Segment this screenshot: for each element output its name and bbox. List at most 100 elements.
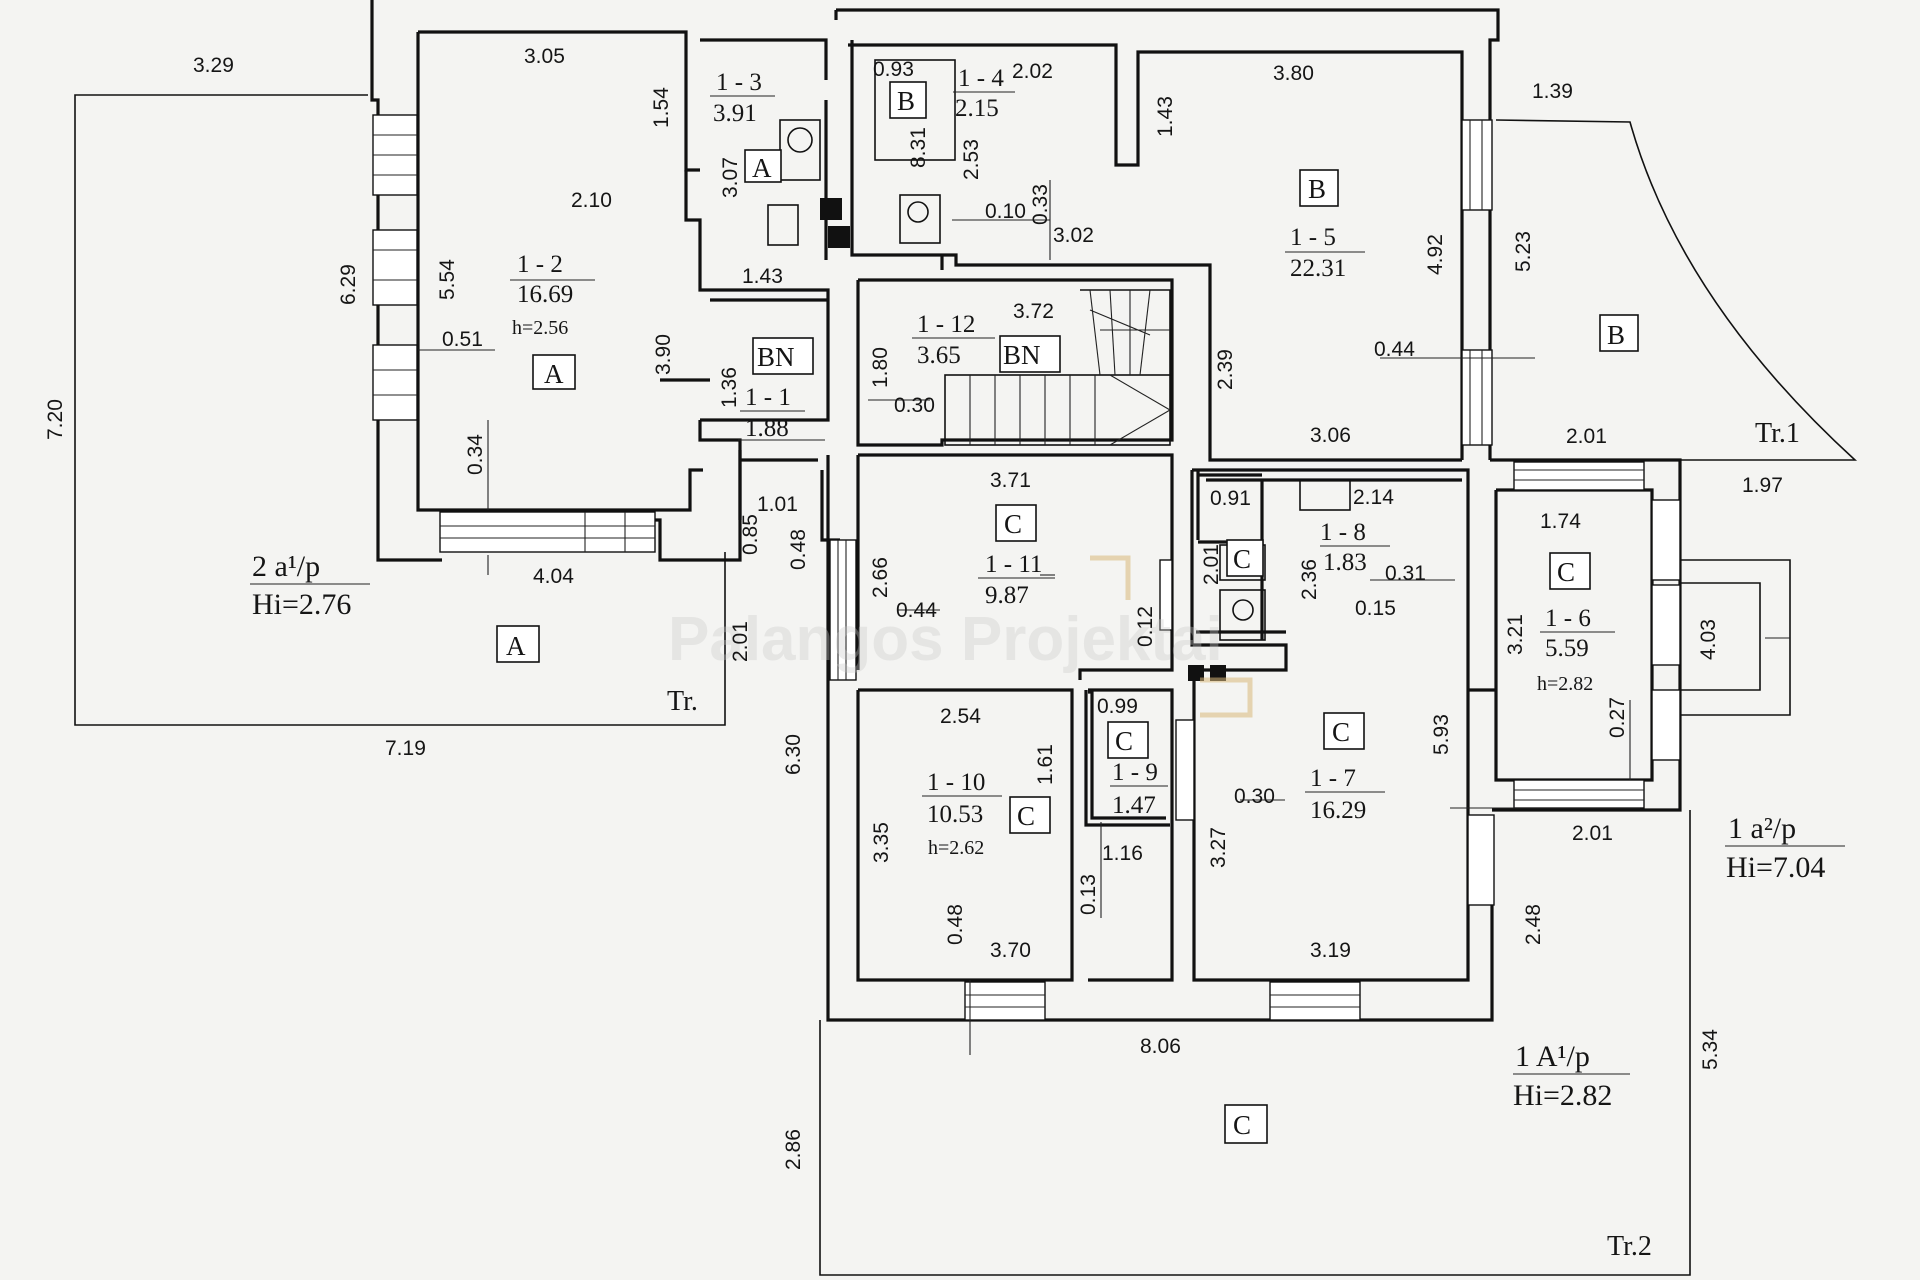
dim-3-72: 3.72	[1013, 300, 1054, 323]
block-2-height: Hi=2.76	[252, 588, 351, 621]
zone-c-label-2: C	[1233, 544, 1251, 574]
dim-1-80: 1.80	[869, 347, 892, 388]
dim-1-74: 1.74	[1540, 510, 1581, 533]
zone-c-label-4: C	[1332, 717, 1350, 747]
dim-2-01a: 2.01	[1566, 425, 1607, 448]
room-1-3-id: 1 - 3	[716, 69, 762, 96]
dim-3-07: 3.07	[719, 157, 742, 198]
dim-3-71: 3.71	[990, 469, 1031, 492]
dim-8-06: 8.06	[1140, 1035, 1181, 1058]
dim-0-27: 0.27	[1606, 697, 1629, 738]
dim-2-48: 2.48	[1522, 904, 1545, 945]
dim-3-21: 3.21	[1504, 614, 1527, 655]
terrace-label-tr2: Tr.2	[1607, 1231, 1652, 1262]
dimension-lines	[418, 180, 1640, 1055]
room-1-9-id: 1 - 9	[1112, 759, 1158, 786]
room-1-2-area: 16.69	[517, 281, 573, 308]
dim-1-54: 1.54	[650, 87, 673, 128]
dim-0-12: 0.12	[1134, 606, 1157, 647]
dim-3-02: 3.02	[1053, 224, 1094, 247]
dim-0-48b: 0.48	[944, 904, 967, 945]
room-1-4-area: 2.15	[955, 95, 999, 122]
dim-0-85: 0.85	[739, 514, 762, 555]
dimension-texts-vertical: 7.20 6.29 5.54 1.54 3.90 0.34 3.07 8.31 …	[44, 87, 1722, 1170]
dim-1-43b: 1.43	[1154, 96, 1177, 137]
dim-0-30a: 0.30	[894, 394, 935, 417]
room-1-3-area: 3.91	[713, 100, 757, 127]
dim-3-05: 3.05	[524, 45, 565, 68]
dim-0-30b: 0.30	[1234, 785, 1275, 808]
zone-bn-label-1: BN	[757, 342, 795, 372]
dim-0-48a: 0.48	[787, 529, 810, 570]
zone-labels: A A A B B B C C C C C C C BN BN	[496, 81, 1639, 1144]
dim-5-34: 5.34	[1699, 1029, 1722, 1070]
terrace-labels: Tr. Tr.1 Tr.2	[667, 418, 1800, 1262]
room-1-10-id: 1 - 10	[927, 769, 985, 796]
dim-0-10: 0.10	[985, 200, 1026, 223]
dim-1-36: 1.36	[718, 367, 741, 408]
room-1-6-id: 1 - 6	[1545, 605, 1591, 632]
dim-8-31: 8.31	[907, 127, 930, 168]
dim-0-34: 0.34	[464, 434, 487, 475]
dim-2-01c: 2.01	[1200, 544, 1223, 585]
room-1-2-height: h=2.56	[512, 317, 568, 339]
dim-1-01: 1.01	[757, 493, 798, 516]
dim-2-66: 2.66	[869, 557, 892, 598]
dim-0-15: 0.15	[1355, 597, 1396, 620]
dim-6-29: 6.29	[337, 264, 360, 305]
zone-a-label-2: A	[752, 153, 772, 183]
room-1-9-area: 1.47	[1112, 792, 1156, 819]
dim-2-39: 2.39	[1214, 349, 1237, 390]
zone-a-label-1: A	[544, 359, 564, 389]
block-1a1-name: 1 A¹/p	[1515, 1040, 1590, 1073]
dim-3-90: 3.90	[652, 334, 675, 375]
staircase	[944, 289, 1171, 446]
dim-1-43a: 1.43	[742, 265, 783, 288]
dim-0-13: 0.13	[1077, 874, 1100, 915]
windows	[372, 114, 1681, 1021]
dim-2-01b: 2.01	[729, 621, 752, 662]
dim-5-54: 5.54	[436, 259, 459, 300]
room-labels: 1 - 2 16.69 h=2.56 1 - 3 3.91 1 - 4 2.15…	[510, 65, 1615, 859]
room-1-10-area: 10.53	[927, 801, 983, 828]
dim-2-01d: 2.01	[1572, 822, 1613, 845]
dim-1-16: 1.16	[1102, 842, 1143, 865]
dim-4-92: 4.92	[1424, 234, 1447, 275]
room-1-8-id: 1 - 8	[1320, 519, 1366, 546]
dim-5-23: 5.23	[1512, 231, 1535, 272]
terrace-label-tr: Tr.	[667, 686, 698, 717]
dim-0-44a: 0.44	[1374, 338, 1415, 361]
dim-0-51: 0.51	[442, 328, 483, 351]
zone-c-label-5: C	[1115, 726, 1133, 756]
dim-4-04: 4.04	[533, 565, 574, 588]
dim-3-06: 3.06	[1310, 424, 1351, 447]
dim-2-53: 2.53	[960, 139, 983, 180]
dim-1-61: 1.61	[1034, 744, 1057, 785]
dim-0-44b: 0.44	[896, 599, 937, 622]
room-1-5-area: 22.31	[1290, 255, 1346, 282]
dim-6-30: 6.30	[782, 734, 805, 775]
room-1-8-area: 1.83	[1323, 549, 1367, 576]
zone-bn-label-2: BN	[1003, 340, 1041, 370]
zone-c-label-1: C	[1004, 509, 1022, 539]
dim-3-70: 3.70	[990, 939, 1031, 962]
dim-2-14: 2.14	[1353, 486, 1394, 509]
room-1-1-id: 1 - 1	[745, 384, 791, 411]
room-1-1-area: 1.88	[745, 415, 789, 442]
zone-b-label-3: B	[1607, 320, 1625, 350]
room-1-11-area: 9.87	[985, 582, 1029, 609]
dim-2-54: 2.54	[940, 705, 981, 728]
dim-2-86: 2.86	[782, 1129, 805, 1170]
terraces	[74, 94, 1858, 1276]
block-1a2-name: 1 a²/p	[1728, 812, 1796, 845]
dim-2-02: 2.02	[1012, 60, 1053, 83]
dim-5-93: 5.93	[1430, 714, 1453, 755]
dimension-texts: 3.29 3.05 2.10 0.51 4.04 7.19 1.43 0.93 …	[193, 45, 1783, 1058]
terrace-label-tr1: Tr.1	[1755, 418, 1800, 449]
dim-3-27: 3.27	[1207, 827, 1230, 868]
dim-3-80: 3.80	[1273, 62, 1314, 85]
room-1-2-id: 1 - 2	[517, 251, 563, 278]
room-1-6-area: 5.59	[1545, 635, 1589, 662]
dim-0-91: 0.91	[1210, 487, 1251, 510]
dim-3-29: 3.29	[193, 54, 234, 77]
